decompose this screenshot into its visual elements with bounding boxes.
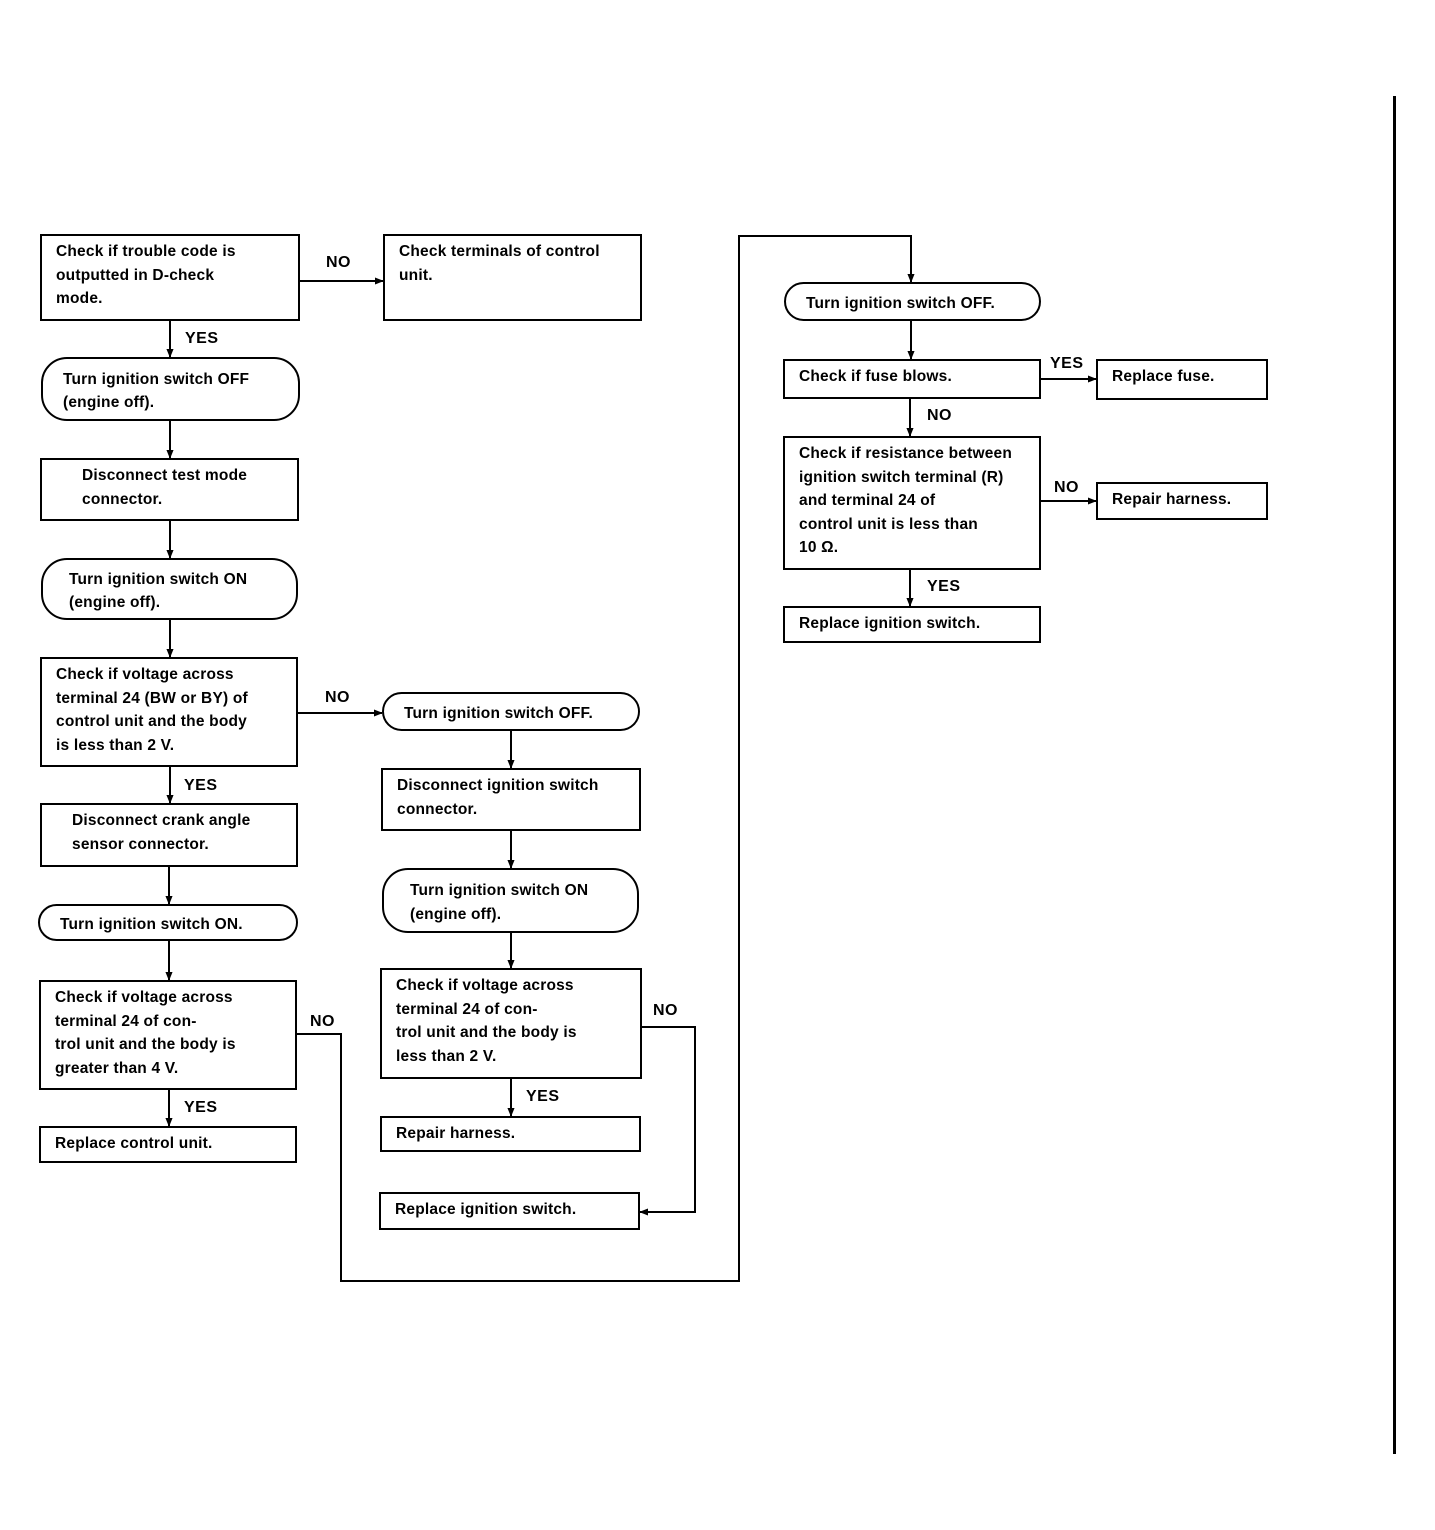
- turn-ignition-off-pill-2: Turn ignition switch OFF.: [382, 692, 640, 731]
- check-voltage-4v-box: Check if voltage across terminal 24 of c…: [39, 980, 297, 1090]
- disconnect-ignition-switch-box: Disconnect ignition switch connector.: [381, 768, 641, 831]
- turn-ignition-on-pill-3: Turn ignition switch ON (engine off).: [382, 868, 639, 933]
- replace-ignition-switch-box-2: Replace ignition switch.: [783, 606, 1041, 643]
- turn-ignition-on-pill: Turn ignition switch ON (engine off).: [41, 558, 298, 620]
- check-trouble-code-box: Check if trouble code is outputted in D-…: [40, 234, 300, 321]
- repair-harness-box-2: Repair harness.: [1096, 482, 1268, 520]
- no-label: NO: [653, 1002, 678, 1019]
- repair-harness-box: Repair harness.: [380, 1116, 641, 1152]
- replace-fuse-box: Replace fuse.: [1096, 359, 1268, 400]
- no-label: NO: [325, 689, 350, 706]
- yes-label: YES: [184, 1099, 218, 1116]
- page-edge-rule: [1393, 96, 1396, 1454]
- no-label: NO: [927, 407, 952, 424]
- turn-ignition-off-pill-3: Turn ignition switch OFF.: [784, 282, 1041, 321]
- yes-label: YES: [185, 330, 219, 347]
- replace-ignition-switch-box: Replace ignition switch.: [379, 1192, 640, 1230]
- replace-control-unit-box: Replace control unit.: [39, 1126, 297, 1163]
- yes-label: YES: [184, 777, 218, 794]
- check-terminals-box: Check terminals of control unit.: [383, 234, 642, 321]
- disconnect-test-mode-box: Disconnect test mode connector.: [40, 458, 299, 521]
- turn-ignition-off-pill: Turn ignition switch OFF (engine off).: [41, 357, 300, 421]
- no-label: NO: [310, 1013, 335, 1030]
- check-voltage-2v-box-2: Check if voltage across terminal 24 of c…: [380, 968, 642, 1079]
- check-resistance-box: Check if resistance between ignition swi…: [783, 436, 1041, 570]
- check-fuse-box: Check if fuse blows.: [783, 359, 1041, 399]
- yes-label: YES: [1050, 355, 1084, 372]
- no-label: NO: [1054, 479, 1079, 496]
- turn-ignition-on-pill-2: Turn ignition switch ON.: [38, 904, 298, 941]
- no-label: NO: [326, 254, 351, 271]
- yes-label: YES: [526, 1088, 560, 1105]
- yes-label: YES: [927, 578, 961, 595]
- disconnect-crank-angle-box: Disconnect crank angle sensor connector.: [40, 803, 298, 867]
- check-voltage-2v-box: Check if voltage across terminal 24 (BW …: [40, 657, 298, 767]
